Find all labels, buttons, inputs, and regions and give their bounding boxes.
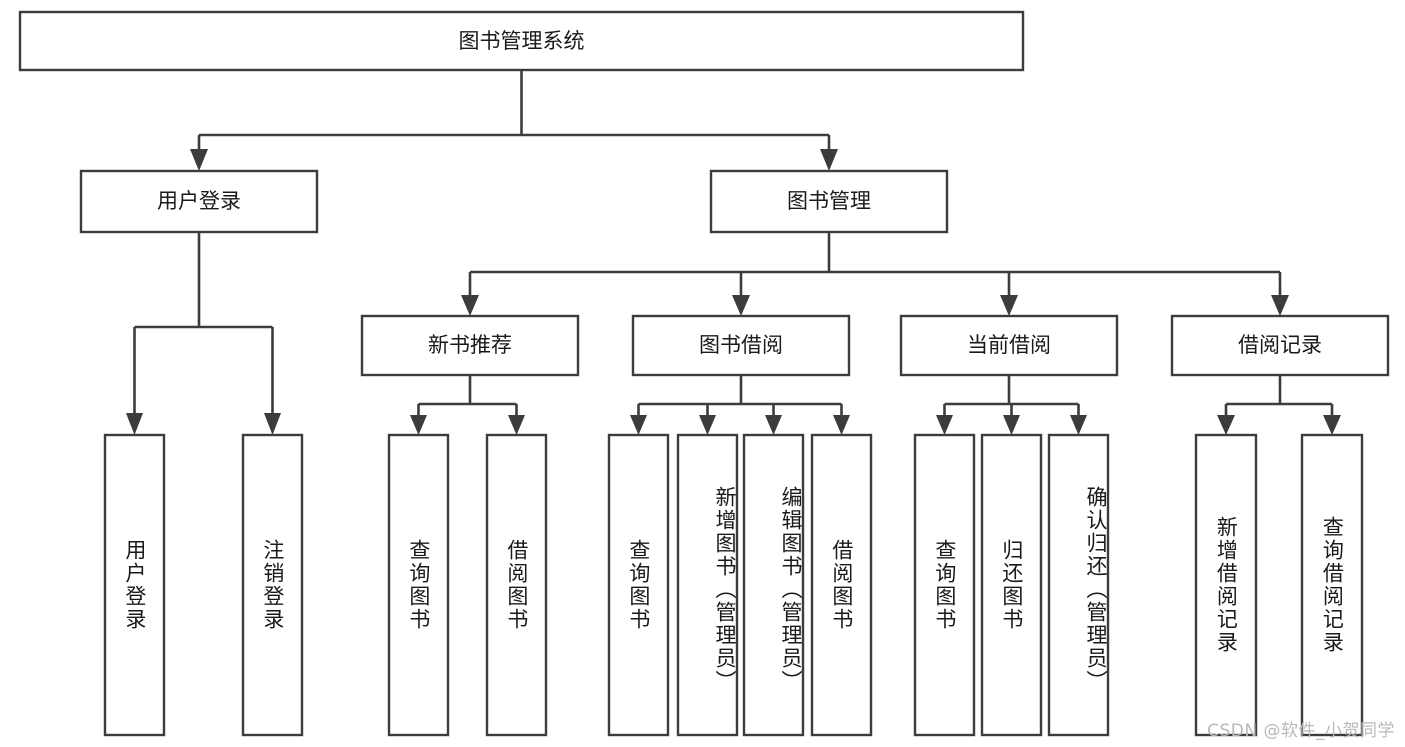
connectors-group — [126, 70, 1341, 435]
arrowhead-new-book-rec — [461, 295, 479, 316]
node-box-leaf-borrow-book-1[interactable] — [485, 433, 548, 737]
node-box-leaf-query-book-3[interactable] — [913, 433, 976, 737]
arrowhead-leaf-edit-book — [765, 415, 782, 435]
csdn-watermark: CSDN @软件_小贺同学 — [1207, 721, 1395, 741]
node-box-user-login[interactable] — [79, 169, 319, 234]
arrowhead-book-borrow — [732, 295, 750, 316]
node-label-book-borrow: 图书借阅 — [699, 333, 783, 357]
node-box-leaf-confirm-return[interactable] — [1047, 433, 1110, 737]
arrowhead-current-borrow — [1000, 295, 1018, 316]
node-label-current-borrow: 当前借阅 — [967, 333, 1051, 357]
arrowhead-leaf-add-book — [699, 415, 716, 435]
arrowhead-leaf-borrow-book-2 — [833, 415, 850, 435]
node-box-leaf-add-record[interactable] — [1194, 433, 1258, 737]
node-box-book-borrow[interactable] — [631, 314, 851, 377]
node-label-borrow-record: 借阅记录 — [1238, 333, 1322, 357]
arrowhead-leaf-query-book-2 — [630, 415, 647, 435]
node-box-current-borrow[interactable] — [899, 314, 1119, 377]
node-label-new-book-rec: 新书推荐 — [428, 333, 512, 357]
arrowhead-user-login — [190, 149, 208, 171]
nodes-group: 图书管理系统 用户登录 图书管理 新书推荐 图书借阅 当前借阅 借阅记录 — [18, 10, 1390, 737]
node-box-book-manage[interactable] — [709, 169, 949, 234]
node-box-leaf-query-book-1[interactable] — [387, 433, 450, 737]
arrowhead-leaf-borrow-book-1 — [508, 415, 525, 435]
node-box-leaf-user-login[interactable] — [103, 433, 166, 737]
node-box-leaf-query-record[interactable] — [1300, 433, 1364, 737]
arrowhead-leaf-confirm-return — [1070, 415, 1087, 435]
node-label-user-login: 用户登录 — [157, 189, 241, 213]
node-box-new-book-rec[interactable] — [360, 314, 580, 377]
arrowhead-borrow-record — [1271, 295, 1289, 316]
node-label-root: 图书管理系统 — [459, 29, 585, 53]
node-box-leaf-add-book[interactable] — [676, 433, 739, 737]
node-box-root[interactable] — [18, 10, 1025, 72]
arrowhead-leaf-add-record — [1217, 415, 1235, 435]
node-box-borrow-record[interactable] — [1170, 314, 1390, 377]
arrowhead-leaf-user-logout — [264, 413, 281, 435]
node-box-leaf-borrow-book-2[interactable] — [810, 433, 873, 737]
arrowhead-leaf-query-book-1 — [410, 415, 427, 435]
node-box-leaf-edit-book[interactable] — [742, 433, 805, 737]
arrowhead-leaf-query-book-3 — [936, 415, 953, 435]
node-box-leaf-user-logout[interactable] — [241, 433, 304, 737]
arrowhead-leaf-query-record — [1323, 415, 1341, 435]
arrowhead-leaf-user-login — [126, 413, 143, 435]
node-box-leaf-return-book[interactable] — [980, 433, 1043, 737]
arrowhead-leaf-return-book — [1003, 415, 1020, 435]
arrowhead-book-manage — [820, 149, 838, 171]
node-box-leaf-query-book-2[interactable] — [607, 433, 670, 737]
node-label-book-manage: 图书管理 — [787, 189, 871, 213]
